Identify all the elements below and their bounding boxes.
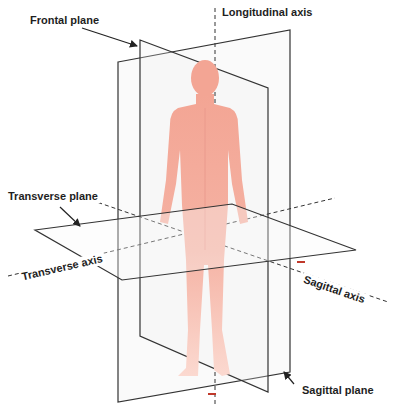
leader-line xyxy=(82,28,137,46)
tick-mark xyxy=(297,261,305,263)
plane-label: Frontal plane xyxy=(28,14,101,27)
leader-line xyxy=(60,207,80,226)
axis-label: Longitudinal axis xyxy=(220,6,314,19)
plane-label: Transverse plane xyxy=(6,190,100,203)
plane-label: Sagittal plane xyxy=(300,384,376,397)
axis-label: Transverse axis xyxy=(19,252,106,284)
tick-mark xyxy=(208,393,216,395)
axis-label: Sagittal axis xyxy=(300,272,369,307)
leader-line xyxy=(284,372,294,384)
